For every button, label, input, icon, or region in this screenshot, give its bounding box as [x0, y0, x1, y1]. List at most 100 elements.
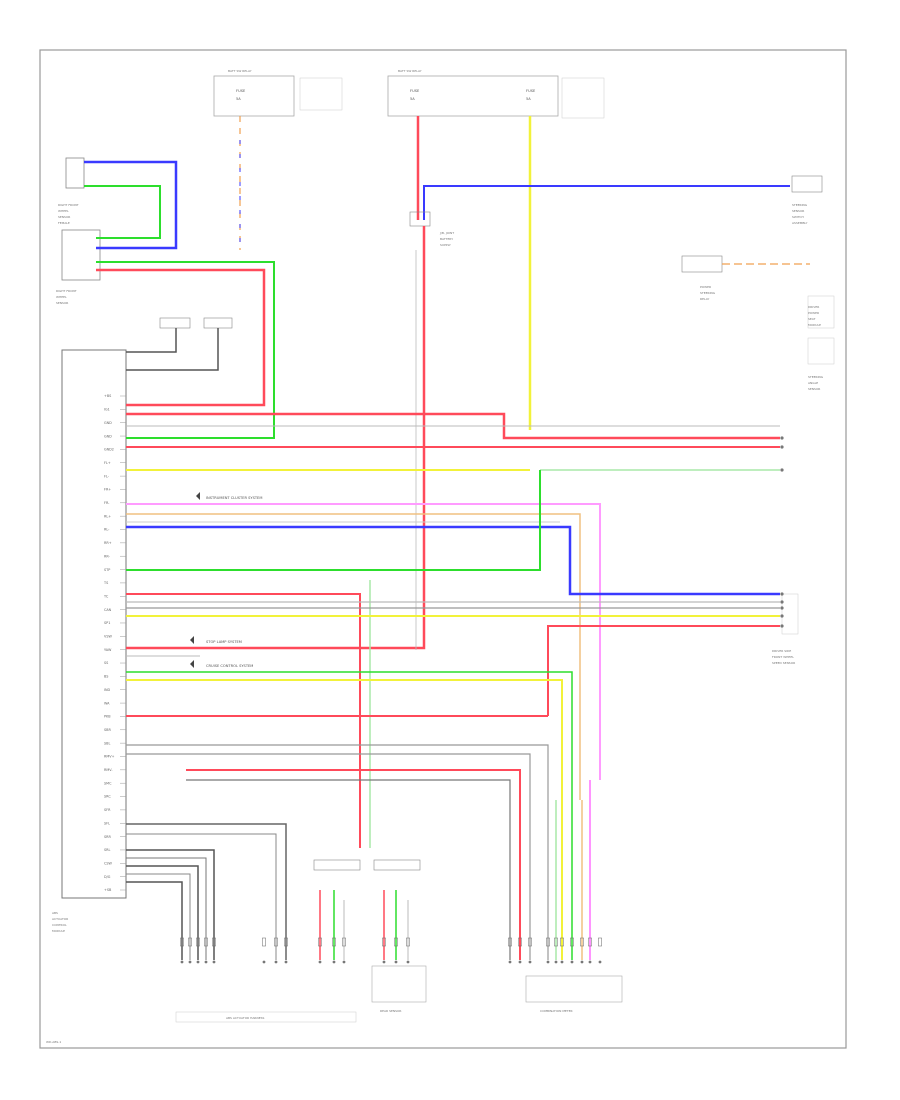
svg-text:ASSEMBLY: ASSEMBLY — [792, 221, 808, 225]
bottom-pin-stub — [342, 937, 346, 947]
bottom-pin-terminal — [180, 960, 184, 964]
bottom-pin-stub — [212, 937, 216, 947]
wire-green-h2 — [126, 470, 541, 571]
bottom-pin-terminal — [406, 960, 410, 964]
wire-red-h6 — [186, 769, 521, 960]
svg-text:BATTERY: BATTERY — [440, 237, 453, 241]
ecu-pin-label: GND — [104, 421, 112, 425]
bottom-pin-stub — [318, 937, 322, 947]
bottom-pin-terminal — [318, 960, 322, 964]
wire-gray-h7 — [126, 753, 531, 960]
mid-connector-left — [313, 859, 361, 871]
wire-red-h3 — [126, 593, 361, 848]
svg-text:ANGLE: ANGLE — [808, 381, 818, 385]
main-ecu: ABS ACTUATOR CONTROL MODULE — [52, 349, 127, 933]
bottom-pin-stub — [262, 937, 266, 947]
bottom-pin-terminal — [508, 960, 512, 964]
ecu-pin-label: FR+ — [104, 488, 111, 492]
bottom-pin-terminal — [196, 960, 200, 964]
bottom-pin-stub — [588, 937, 592, 947]
fuse-box-left: BATT SW RELAY FUSE 5A — [213, 69, 343, 117]
svg-text:ABS ACTUATOR HARNESS: ABS ACTUATOR HARNESS — [226, 1016, 265, 1020]
bottom-connector-right: COMBINATION METER — [525, 975, 623, 1013]
bottom-pin-terminal — [554, 960, 558, 964]
ecu-pin-label: RMV- — [104, 768, 113, 772]
right-mid-relay: POWER STEERING RELAY — [681, 255, 810, 301]
wire-red-center-long — [126, 226, 426, 650]
bottom-pin-terminal — [528, 960, 532, 964]
bottom-pin-stub — [560, 937, 564, 947]
svg-text:CRUISE CONTROL SYSTEM: CRUISE CONTROL SYSTEM — [206, 664, 253, 668]
fuse-box-center-line2: 5A — [410, 97, 415, 101]
fuse-box-left-line1: FUSE — [236, 89, 246, 93]
right-lower-module: STEERING ANGLE SENSOR — [807, 337, 835, 391]
ecu-pin-label: FR- — [104, 501, 110, 505]
annotation-cruise: CRUISE CONTROL SYSTEM — [190, 660, 253, 668]
ecu-pin-label: SBL — [104, 741, 110, 745]
bottom-connector-pins — [180, 937, 602, 964]
svg-text:SENSOR: SENSOR — [808, 387, 820, 391]
wire-green-left-loop — [84, 185, 161, 239]
svg-text:MODULE: MODULE — [808, 323, 821, 327]
bottom-pin-stub — [196, 937, 200, 947]
bottom-pin-stub — [382, 937, 386, 947]
wire-violet-h — [126, 503, 601, 780]
ecu-pin-label: RL- — [104, 528, 110, 532]
annotation-stop-lamp: STOP LAMP SYSTEM — [190, 636, 242, 644]
ecu-pin-label: TC — [103, 594, 109, 598]
bottom-pin-stub — [284, 937, 288, 947]
bottom-pin-terminal — [560, 960, 564, 964]
ecu-pin-label: PKB — [104, 715, 111, 719]
bottom-pin-terminal — [188, 960, 192, 964]
ecu-pin-label: +SB — [104, 888, 112, 892]
svg-text:RELAY: RELAY — [700, 297, 710, 301]
bottom-pin-terminal — [588, 960, 592, 964]
ecu-pin-label: IG1 — [104, 408, 110, 412]
svg-text:MODULE: MODULE — [52, 929, 65, 933]
fuse-box-center-line3: FUSE — [526, 89, 536, 93]
svg-text:INSTRUMENT CLUSTER SYSTEM: INSTRUMENT CLUSTER SYSTEM — [206, 496, 262, 500]
ecu-pin-label: SRL — [104, 848, 111, 852]
bottom-pin-stub — [406, 937, 410, 947]
wire-red-loop-top — [96, 268, 266, 407]
svg-text:RIGHT FRONT: RIGHT FRONT — [58, 203, 79, 207]
svg-text:REAR SENSOR: REAR SENSOR — [380, 1009, 401, 1013]
svg-text:WHEEL: WHEEL — [58, 209, 69, 213]
bottom-pin-stub — [554, 937, 558, 947]
fuse-box-center-line1: FUSE — [410, 89, 420, 93]
bottom-pin-terminal — [204, 960, 208, 964]
bottom-pin-terminal — [518, 960, 522, 964]
ecu-pin-label: GND2 — [104, 448, 114, 452]
fuse-box-left-line2: 5A — [236, 97, 241, 101]
svg-text:SENSOR: SENSOR — [56, 301, 68, 305]
svg-text:FEMALE: FEMALE — [58, 221, 70, 225]
right-upper-module: DRIVER POWER SEAT MODULE — [807, 295, 835, 329]
bottom-pin-stub — [518, 937, 522, 947]
left-lower-sensor: RIGHT FRONT WHEEL SENSOR — [56, 229, 101, 305]
wire-red-h4 — [547, 625, 780, 716]
wire-yellow-h3 — [126, 679, 563, 960]
bottom-pin-stub — [598, 937, 602, 947]
bottom-pin-stub — [570, 937, 574, 947]
right-terminals-upper — [780, 436, 784, 472]
wire-blue-top-right — [423, 185, 790, 220]
ecu-pin-label: SRR — [104, 835, 112, 839]
ecu-pin-label: RL+ — [104, 514, 111, 518]
footer-code: WD-ABS-1 — [46, 1040, 61, 1044]
bottom-pin-terminal — [284, 960, 288, 964]
bottom-pin-terminal — [598, 960, 602, 964]
ecu-pin-label: IND — [104, 688, 111, 692]
ground-connectors-top — [126, 317, 233, 371]
right-terminals-lower — [780, 592, 784, 628]
ecu-pin-label: WA — [104, 701, 110, 705]
bottom-pin-terminal — [274, 960, 278, 964]
bottom-connector-mid: REAR SENSOR — [371, 965, 427, 1013]
svg-text:STEERING: STEERING — [808, 375, 824, 379]
annotation-instrument: INSTRUMENT CLUSTER SYSTEM — [196, 492, 262, 500]
svg-text:WHEEL: WHEEL — [56, 295, 67, 299]
bottom-pin-stub — [580, 937, 584, 947]
svg-text:SWITCH: SWITCH — [792, 215, 804, 219]
wire-gray-bottom-left — [126, 823, 287, 960]
ecu-pin-label: CAN — [104, 608, 112, 612]
